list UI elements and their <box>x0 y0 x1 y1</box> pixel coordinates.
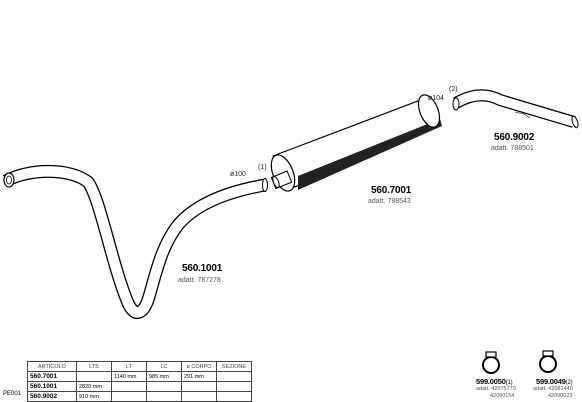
cell-lts <box>76 371 112 382</box>
header-articolo: ARTICOLO <box>27 361 77 372</box>
table-prefix: PE001 <box>3 391 22 397</box>
front-pipe-diameter: ø100 <box>230 171 246 178</box>
clamp-599-0050-drawing <box>482 351 500 374</box>
muffler-ref: (1) <box>258 164 267 171</box>
header-sezione: SEZIONE <box>216 361 252 372</box>
muffler-adatt: adatt. 788543 <box>368 198 411 205</box>
cell-lc: 985 mm <box>146 371 182 382</box>
muffler-drawing <box>270 94 442 192</box>
clamp-599-0049-code: 599.0049(2) <box>536 377 573 386</box>
cell-corpo: 291 mm <box>181 371 217 382</box>
clamp-599-0049-extra: 42090023 <box>548 393 573 399</box>
clamp-599-0050-code: 599.0050(1) <box>476 377 513 386</box>
cell-lc <box>146 381 182 392</box>
table-header-row: ARTICOLO LTS LT LC ø CORPO SEZIONE <box>27 361 252 372</box>
cell-lc <box>146 391 182 402</box>
spec-table: ARTICOLO LTS LT LC ø CORPO SEZIONE 560.7… <box>27 361 252 402</box>
front-pipe-drawing <box>2 164 268 319</box>
clamp-599-0050-adatt: adatt. 42075779 <box>476 386 516 392</box>
cell-corpo <box>181 381 217 392</box>
cell-lts: 910 mm <box>76 391 112 402</box>
pipe-inlet-flange <box>3 172 15 188</box>
cell-sezione <box>216 391 252 402</box>
table-row: 560.9002 910 mm <box>27 391 252 402</box>
cell-sezione <box>216 371 252 382</box>
header-corpo: ø CORPO <box>181 361 217 372</box>
front-pipe-adatt: adatt. 787278 <box>178 277 221 284</box>
cell-lt: 1140 mm <box>111 371 147 382</box>
tail-pipe-drawing <box>452 89 579 129</box>
header-lc: LC <box>146 361 182 372</box>
clamp-599-0050-extra: 42090154 <box>490 393 515 399</box>
cell-articolo: 560.7001 <box>27 371 77 382</box>
cell-corpo <box>181 391 217 402</box>
clamp-599-0049-drawing <box>539 350 557 373</box>
muffler-diameter: ø104 <box>428 95 444 102</box>
muffler-code: 560.7001 <box>371 185 412 196</box>
cell-sezione <box>216 381 252 392</box>
table-row: 560.1001 2820 mm <box>27 381 252 392</box>
tail-pipe-ref: (2) <box>449 86 458 93</box>
tail-pipe-adatt: adatt. 788501 <box>491 145 534 152</box>
table-row: 560.7001 1140 mm 985 mm 291 mm <box>27 371 252 382</box>
cell-lts: 2820 mm <box>76 381 112 392</box>
cell-articolo: 560.9002 <box>27 391 77 402</box>
header-lt: LT <box>111 361 147 372</box>
clamp-599-0049-adatt: adatt. 42081440 <box>533 386 573 392</box>
header-lts: LTS <box>76 361 112 372</box>
cell-articolo: 560.1001 <box>27 381 77 392</box>
tail-pipe-code: 560.9002 <box>494 132 535 143</box>
front-pipe-code: 560.1001 <box>182 263 223 274</box>
cell-lt <box>111 391 147 402</box>
cell-lt <box>111 381 147 392</box>
